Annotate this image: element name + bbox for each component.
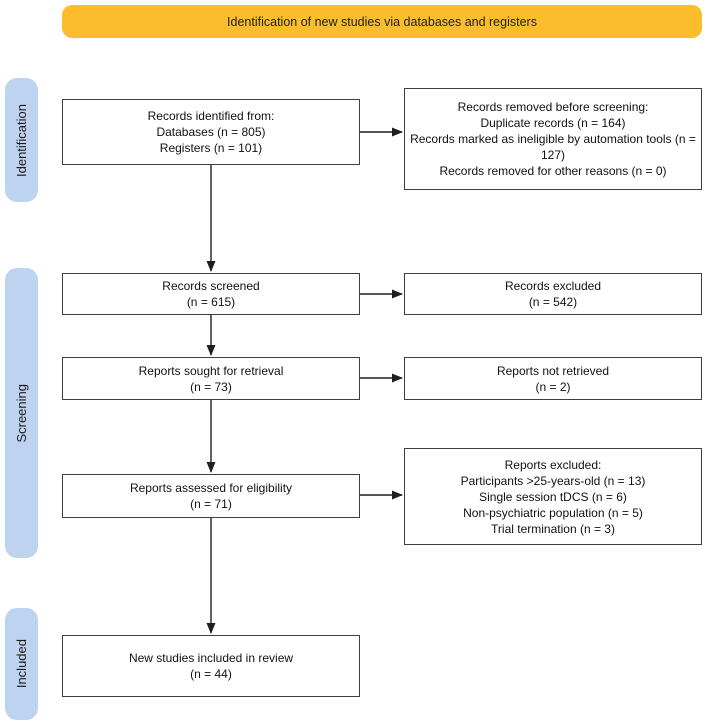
box-line: Reports assessed for eligibility bbox=[129, 481, 293, 495]
box-line: Records marked as ineligible by automati… bbox=[410, 132, 696, 162]
box-line: (n = 71) bbox=[190, 497, 232, 511]
title-banner: Identification of new studies via databa… bbox=[62, 5, 702, 38]
stage-identification-label: Identification bbox=[14, 103, 29, 177]
stage-identification: Identification bbox=[5, 78, 38, 202]
box-line: Records identified from: bbox=[147, 109, 275, 123]
box-records-screened: Records screened (n = 615) bbox=[62, 273, 360, 315]
box-reports-not-retrieved: Reports not retrieved(n = 2) bbox=[404, 357, 702, 400]
stage-screening: Screening bbox=[5, 268, 38, 558]
box-reports-assessed: Reports assessed for eligibility (n = 71) bbox=[62, 474, 360, 518]
box-line: Single session tDCS (n = 6) bbox=[479, 489, 627, 504]
box-records-identified: Records identified from: Databases (n = 8… bbox=[62, 99, 360, 165]
box-line: (n = 542) bbox=[528, 295, 578, 309]
box-records-removed: Records removed before screening: Duplica… bbox=[404, 88, 702, 190]
box-line: New studies included in review bbox=[128, 651, 294, 665]
box-studies-included: New studies included in review (n = 44) bbox=[62, 635, 360, 697]
box-line: Databases (n = 805) bbox=[156, 125, 266, 139]
box-line: Records screened bbox=[162, 279, 260, 293]
box-line: Trial termination (n = 3) bbox=[491, 521, 615, 536]
box-line: Records removed for other reasons (n = 0… bbox=[439, 164, 667, 178]
box-line: Non-psychiatric population (n = 5) bbox=[463, 505, 643, 520]
stage-included-label: Included bbox=[14, 639, 29, 689]
box-line: Participants >25-years-old (n = 13) bbox=[460, 473, 646, 488]
box-line: Reports excluded: bbox=[504, 457, 602, 472]
box-line: (n = 73) bbox=[190, 379, 232, 394]
box-line: Records excluded bbox=[504, 279, 602, 293]
title-banner-label: Identification of new studies via databa… bbox=[227, 14, 537, 29]
box-line: Reports sought for retrieval bbox=[138, 363, 284, 378]
stage-included: Included bbox=[5, 608, 38, 720]
box-line: Reports not retrieved bbox=[496, 363, 610, 378]
box-line: (n = 44) bbox=[190, 667, 232, 681]
stage-screening-label: Screening bbox=[14, 383, 29, 443]
box-line: (n = 2) bbox=[535, 379, 571, 394]
box-records-excluded: Records excluded (n = 542) bbox=[404, 273, 702, 315]
box-line: Records removed before screening: bbox=[457, 100, 649, 114]
box-reports-excluded: Reports excluded:Participants >25-years-… bbox=[404, 448, 702, 545]
box-reports-sought: Reports sought for retrieval(n = 73) bbox=[62, 357, 360, 400]
box-line: (n = 615) bbox=[186, 295, 236, 309]
box-line: Duplicate records (n = 164) bbox=[480, 116, 626, 130]
box-line: Registers (n = 101) bbox=[159, 141, 263, 155]
